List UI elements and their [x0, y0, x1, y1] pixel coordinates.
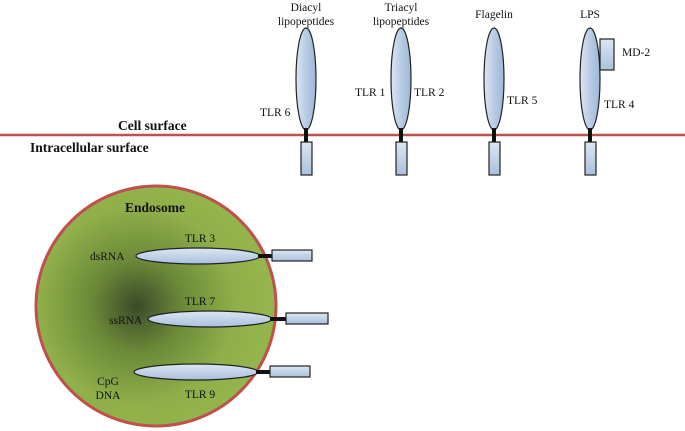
diacyl-label-line2: lipopeptides — [278, 16, 335, 28]
tlr1-label: TLR 1 — [355, 87, 386, 99]
lps-label: LPS — [580, 9, 600, 21]
tlr4-label: TLR 4 — [604, 99, 635, 111]
endosome-compartment — [34, 184, 278, 428]
tlr7-receptor — [147, 310, 329, 328]
tlr9-label: TLR 9 — [185, 389, 216, 401]
tlr3-label: TLR 3 — [185, 233, 216, 245]
tlr6-receptor — [295, 27, 317, 176]
tlr7-label: TLR 7 — [185, 296, 216, 308]
tlr3-receptor — [135, 247, 313, 265]
md2-protein — [599, 38, 615, 71]
md2-label: MD-2 — [622, 47, 650, 59]
tlr5-label: TLR 5 — [507, 95, 538, 107]
endosome-label: Endosome — [125, 200, 185, 215]
dsrna-label: dsRNA — [90, 251, 125, 263]
tlr9-receptor — [133, 363, 311, 381]
tlr4-receptor — [579, 27, 601, 176]
intracellular-surface-label: Intracellular surface — [30, 140, 149, 155]
tlr1-tlr2-receptor — [390, 27, 412, 176]
tlr6-label: TLR 6 — [260, 107, 291, 119]
flagelin-label: Flagelin — [475, 9, 513, 21]
cpg-label-line2: DNA — [96, 390, 122, 402]
ssrna-label: ssRNA — [109, 315, 143, 327]
cpg-label-line1: CpG — [97, 376, 119, 388]
triacyl-label-line2: lipopeptides — [373, 16, 430, 28]
cell-surface-label: Cell surface — [118, 118, 187, 133]
tlr5-receptor — [483, 27, 505, 176]
tlr2-label: TLR 2 — [414, 87, 445, 99]
diacyl-label-line1: Diacyl — [291, 2, 322, 14]
triacyl-label-line1: Triacyl — [385, 2, 418, 14]
